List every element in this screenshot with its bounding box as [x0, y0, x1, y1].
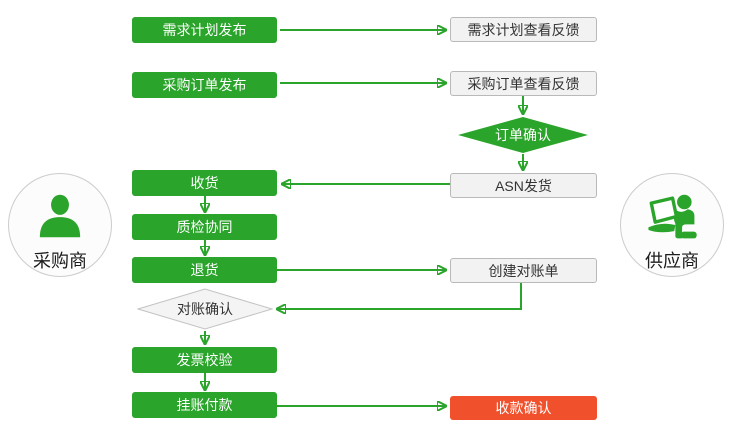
node-create-statement: 创建对账单 [450, 258, 597, 283]
node-po-publish: 采购订单发布 [132, 72, 277, 98]
diamond-statement-confirm-label: 对账确认 [177, 301, 233, 317]
node-payment: 挂账付款 [132, 392, 277, 418]
node-quality-inspection: 质检协同 [132, 214, 277, 240]
node-demand-plan-feedback: 需求计划查看反馈 [450, 17, 597, 42]
actor-buyer: 采购商 [8, 173, 112, 277]
node-receive-goods: 收货 [132, 170, 277, 196]
supplier-person-laptop-icon [648, 194, 697, 239]
node-receipt-confirm: 收款确认 [450, 396, 597, 420]
actor-buyer-label: 采购商 [33, 251, 87, 271]
actor-supplier-label: 供应商 [645, 251, 699, 271]
node-asn-shipment: ASN发货 [450, 173, 597, 198]
node-po-feedback: 采购订单查看反馈 [450, 71, 597, 96]
statement-confirm-diamond-shape [137, 288, 273, 330]
node-return-goods: 退货 [132, 257, 277, 283]
actor-supplier: 供应商 [620, 173, 724, 277]
diamond-order-confirm-label: 订单确认 [495, 127, 551, 143]
buyer-person-icon [39, 194, 81, 238]
node-demand-plan-publish: 需求计划发布 [132, 17, 277, 43]
diamond-order-confirm: 订单确认 [458, 117, 588, 153]
diamond-statement-confirm: 对账确认 [137, 288, 273, 330]
node-invoice-verification: 发票校验 [132, 347, 277, 373]
order-confirm-diamond-shape [458, 117, 588, 153]
arrow-create-statement-to-statement-confirm [277, 283, 522, 309]
